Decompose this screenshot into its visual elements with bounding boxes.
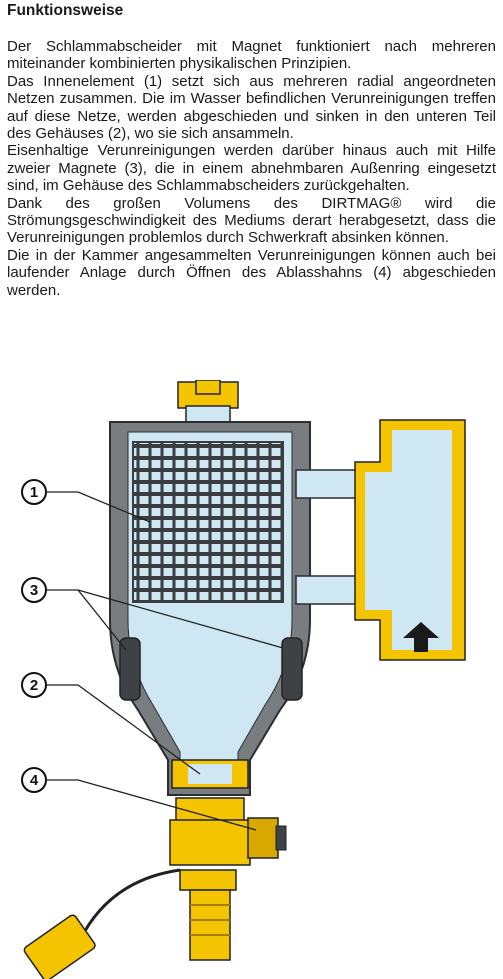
description-text: Der Schlammabscheider mit Magnet funktio… xyxy=(7,38,496,299)
connection-body xyxy=(295,419,466,661)
dirtmag-cutaway-illustration: 1 3 2 4 xyxy=(21,380,466,979)
paragraph-intro: Der Schlammabscheider mit Magnet funktio… xyxy=(7,38,496,73)
paragraph-volume: Dank des großen Volumens des DIRTMAG® wi… xyxy=(7,194,496,247)
callout-1: 1 xyxy=(21,479,47,505)
drain-valve xyxy=(169,797,287,961)
drain-cap-strap xyxy=(78,868,181,941)
leader-line-2 xyxy=(46,684,201,775)
paragraph-inner-element: Das Innenelement (1) setzt sich aus mehr… xyxy=(7,72,496,143)
magnet-right xyxy=(281,637,303,701)
paragraph-magnets: Eisenhaltige Verunreinigungen werden dar… xyxy=(7,142,496,195)
drain-cap xyxy=(23,914,96,979)
callout-2: 2 xyxy=(21,672,47,698)
air-vent-valve xyxy=(177,380,239,425)
leader-line-4 xyxy=(46,779,257,831)
paragraph-drain: Die in der Kammer angesammelten Verunrei… xyxy=(7,246,496,299)
svg-text:4: 4 xyxy=(30,772,39,789)
callout-4: 4 xyxy=(21,767,47,793)
svg-text:2: 2 xyxy=(30,677,38,694)
svg-text:1: 1 xyxy=(30,484,38,501)
flow-arrow-icon xyxy=(403,622,439,652)
svg-text:3: 3 xyxy=(30,582,38,599)
leader-line-3b xyxy=(77,589,284,649)
callout-3: 3 xyxy=(21,577,47,603)
magnet-left xyxy=(119,637,141,701)
section-heading: Funktionsweise xyxy=(7,2,124,19)
leader-line-1 xyxy=(46,491,151,523)
mesh-element xyxy=(132,441,284,603)
